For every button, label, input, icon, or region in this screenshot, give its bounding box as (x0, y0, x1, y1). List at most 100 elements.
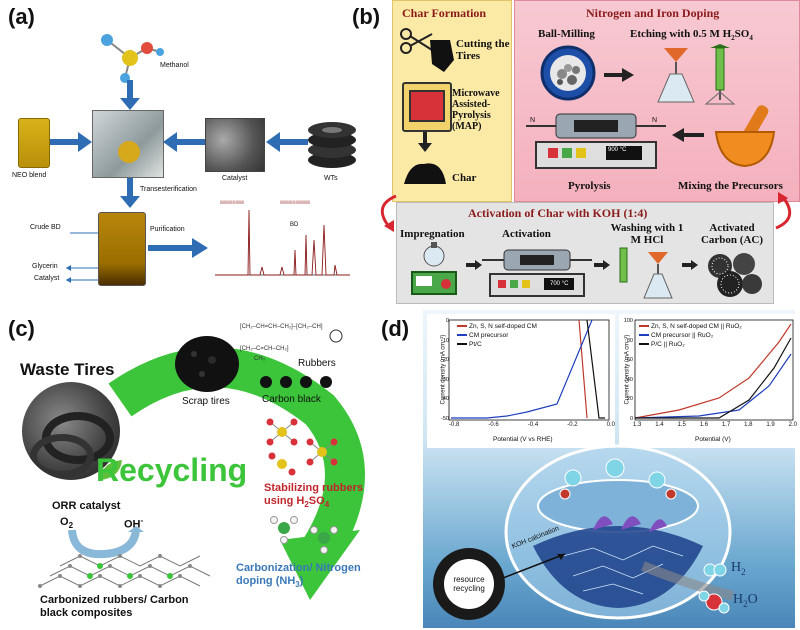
curved-arrow-icon (775, 192, 792, 230)
arrow-left-icon (66, 277, 98, 283)
pyrolysis-label: Pyrolysis (568, 180, 611, 192)
ball-mill-icon (540, 45, 596, 101)
panel-b: (b) Char Formation Cutting the Tires Mic… (352, 0, 800, 305)
panel-c: (c) Waste Tires Recycling Scrap tires [C… (0, 310, 370, 630)
etching-text: Etching with 0.5 M H (630, 28, 732, 40)
right-legend-0-text: Zn, S, N self-doped CM || RuO₂ (651, 323, 742, 330)
scrap-tires-label: Scrap tires (182, 396, 230, 407)
right-legend-2: P/C || RuO₂ (639, 340, 742, 349)
panel-a: (a) Methanol NEO blend Catalyst (0, 0, 360, 305)
neo-blend-jar (18, 118, 50, 168)
ball-milling-label: Ball-Milling (538, 28, 595, 40)
resource-recycling-label: resource recycling (453, 575, 485, 593)
panel-b-label: (b) (352, 4, 381, 29)
right-plot-yticks: 0 20 40 60 80 100 (619, 318, 633, 422)
washing-label: Washing with 1 M HCl (610, 222, 684, 246)
ammonia-molecules-icon (270, 516, 338, 554)
crude-bd-label: Crude BD (30, 224, 61, 231)
panel-d-label: (d) (381, 316, 410, 341)
stabilizing-sub: 2 (304, 500, 309, 510)
washing-setup-icon (619, 247, 673, 299)
left-legend-0-text: Zn, S, N self-doped CM (469, 323, 537, 330)
left-legend-0: Zn, S, N self-doped CM (457, 322, 537, 331)
rubbers-label: Rubbers (298, 358, 336, 369)
microwave-icon (402, 82, 452, 132)
arrow-right-icon (604, 68, 634, 82)
right-legend-1-text: CM precursor || RuO₂ (651, 332, 714, 339)
etching-label: Etching with 0.5 M H2SO4 (630, 28, 753, 44)
impregnation-label: Impregnation (400, 228, 465, 240)
left-xtick-2: -0.4 (527, 422, 539, 428)
curved-arrow-icon (380, 194, 397, 232)
right-xtick-0: 1.3 (633, 422, 642, 428)
tires-stack-icon (308, 122, 356, 168)
svg-text:|||||||||||||||||||||||: ||||||||||||||||||||||| (220, 199, 244, 204)
right-plot-series-1 (634, 353, 792, 419)
carbon-black-label: Carbon black (262, 394, 321, 405)
glycerin-label: Glycerin (32, 263, 58, 270)
right-ytick-3: 60 (626, 357, 633, 364)
right-xtick-1: 1.4 (655, 422, 664, 428)
right-xtick-7: 2.0 (788, 422, 797, 428)
doping-title: Nitrogen and Iron Doping (586, 6, 720, 20)
right-plot-xlabel: Potential (V) (695, 436, 731, 443)
bd-label: BD (290, 222, 299, 228)
right-ytick-2: 40 (626, 376, 633, 383)
activation-furnace-icon (482, 249, 592, 297)
methanol-label: Methanol (160, 62, 189, 69)
right-ytick-0: 0 (629, 415, 633, 422)
h2o-tail: O (747, 592, 758, 607)
right-plot-xticks: 1.3 1.4 1.5 1.6 1.7 1.8 1.9 2.0 (633, 422, 797, 428)
oh-sup: - (140, 516, 144, 525)
right-legend-2-text: P/C || RuO₂ (651, 341, 685, 348)
h2-molecule-icon (703, 563, 727, 577)
right-legend-1: CM precursor || RuO₂ (639, 331, 742, 340)
h2o-sub: 2 (743, 598, 748, 609)
stabilizing-sub2: 4 (324, 500, 330, 510)
h2o-text: H (733, 592, 744, 607)
filtration-setup-icon (657, 44, 736, 105)
left-legend-2: Pt/C (457, 340, 537, 349)
left-plot-yticks: 0 -10 -20 -30 -40 -50 (437, 318, 449, 422)
temp-700-label: 700 °C (550, 281, 569, 287)
char-label: Char (452, 172, 477, 184)
activation-title: Activation of Char with KOH (1:4) (468, 206, 648, 220)
char-pile-icon (404, 163, 446, 184)
h2-label: H2 (731, 560, 746, 577)
orr-catalyst-label: ORR catalyst (52, 500, 121, 512)
etching-tail: SO (734, 28, 750, 40)
left-legend-1-text: CM precursor (469, 332, 509, 339)
svg-text:CH₃: CH₃ (254, 356, 266, 362)
methanol-molecule-icon (101, 34, 164, 83)
left-ytick-0: 0 (445, 318, 449, 324)
composites-label: Carbonized rubbers/ Carbon black composi… (40, 594, 189, 619)
stabilizing-tail: SO (308, 495, 325, 507)
left-xtick-4: 0.0 (606, 422, 615, 428)
right-ytick-4: 80 (626, 337, 633, 344)
activated-carbon-label: Activated Carbon (AC) (700, 222, 764, 246)
mortar-pestle-icon (714, 105, 776, 168)
right-xtick-2: 1.5 (677, 422, 686, 428)
right-plot-legend: Zn, S, N self-doped CM || RuO₂ CM precur… (639, 322, 742, 349)
left-ytick-1: -10 (441, 337, 449, 344)
right-plot-series-2 (635, 337, 792, 419)
arrow-right-icon (70, 232, 98, 234)
graphene-lattice-icon (38, 554, 211, 588)
left-ytick-4: -40 (441, 396, 449, 403)
left-plot-xlabel: Potential (V vs RHE) (493, 436, 553, 443)
arrow-right-icon (466, 260, 482, 270)
left-ytick-5: -50 (441, 415, 449, 422)
stabilizing-text: Stabilizing rubbers using H (264, 482, 364, 507)
o2-text: O (60, 516, 69, 528)
recycling-label: Recycling (96, 452, 248, 488)
crude-bd-jar (98, 212, 146, 286)
waste-tires-label: Waste Tires (20, 360, 115, 379)
h2-text: H (731, 560, 742, 575)
etching-sub: 2 (731, 34, 735, 43)
right-plot (619, 314, 797, 448)
panel-d: (d) Zn, S, N self-doped CM CM precursor … (375, 310, 800, 630)
h2-sub: 2 (741, 566, 746, 577)
left-plot-xticks: -0.8 -0.6 -0.4 -0.2 0.0 (449, 422, 615, 428)
arrow-left-icon (266, 132, 308, 152)
right-legend-0: Zn, S, N self-doped CM || RuO₂ (639, 322, 742, 331)
